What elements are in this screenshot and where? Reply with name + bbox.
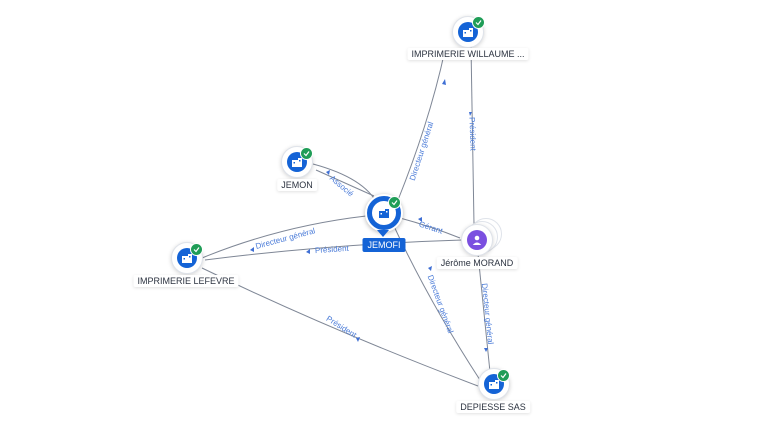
arrow-icon xyxy=(428,266,432,271)
check-icon xyxy=(190,243,203,256)
edge-label: Gérant xyxy=(418,220,445,236)
edge-morand-willaume[interactable] xyxy=(470,45,475,226)
edge-jemofi-willaume[interactable] xyxy=(397,49,446,201)
node-label: IMPRIMERIE LEFEVRE xyxy=(133,275,239,287)
edge-label: Directeur général xyxy=(255,226,317,251)
edge-label: Président xyxy=(467,117,477,152)
person-node-circle[interactable] xyxy=(461,224,493,256)
check-icon xyxy=(388,196,401,209)
arrow-icon xyxy=(250,247,254,252)
edge-morand-depiesse[interactable] xyxy=(477,253,491,373)
node-label: IMPRIMERIE WILLAUME ... xyxy=(407,48,529,60)
edge-label: Directeur général xyxy=(426,274,456,335)
arrow-icon xyxy=(356,337,360,342)
arrow-icon xyxy=(326,170,330,175)
edge-label: Directeur général xyxy=(480,283,495,345)
central-node-pin[interactable] xyxy=(365,194,403,232)
edge-jemofi-lefevre[interactable] xyxy=(201,215,367,259)
arrow-icon xyxy=(484,348,488,352)
person-icon xyxy=(467,230,487,250)
edge-label: Directeur général xyxy=(408,120,436,181)
node-label: JEMOFI xyxy=(362,238,406,252)
edge-label: Président xyxy=(325,314,359,340)
edge-morand-jemofi[interactable] xyxy=(399,217,461,239)
company-node-circle[interactable] xyxy=(171,242,203,274)
check-icon xyxy=(497,369,510,382)
arrow-icon xyxy=(418,217,422,222)
node-label: DEPIESSE SAS xyxy=(456,401,530,413)
edge-morand-lefevre[interactable] xyxy=(204,239,463,261)
node-label: Jérôme MORAND xyxy=(436,257,518,269)
edge-jemon-jemofi-return[interactable] xyxy=(315,169,375,197)
edge-label: Président xyxy=(315,244,350,255)
arrow-icon xyxy=(306,249,310,254)
check-icon xyxy=(300,147,313,160)
node-label: JEMON xyxy=(277,179,317,191)
pin-tail xyxy=(377,230,389,237)
arrow-icon xyxy=(469,112,472,116)
arrow-icon xyxy=(442,79,446,85)
check-icon xyxy=(472,16,485,29)
